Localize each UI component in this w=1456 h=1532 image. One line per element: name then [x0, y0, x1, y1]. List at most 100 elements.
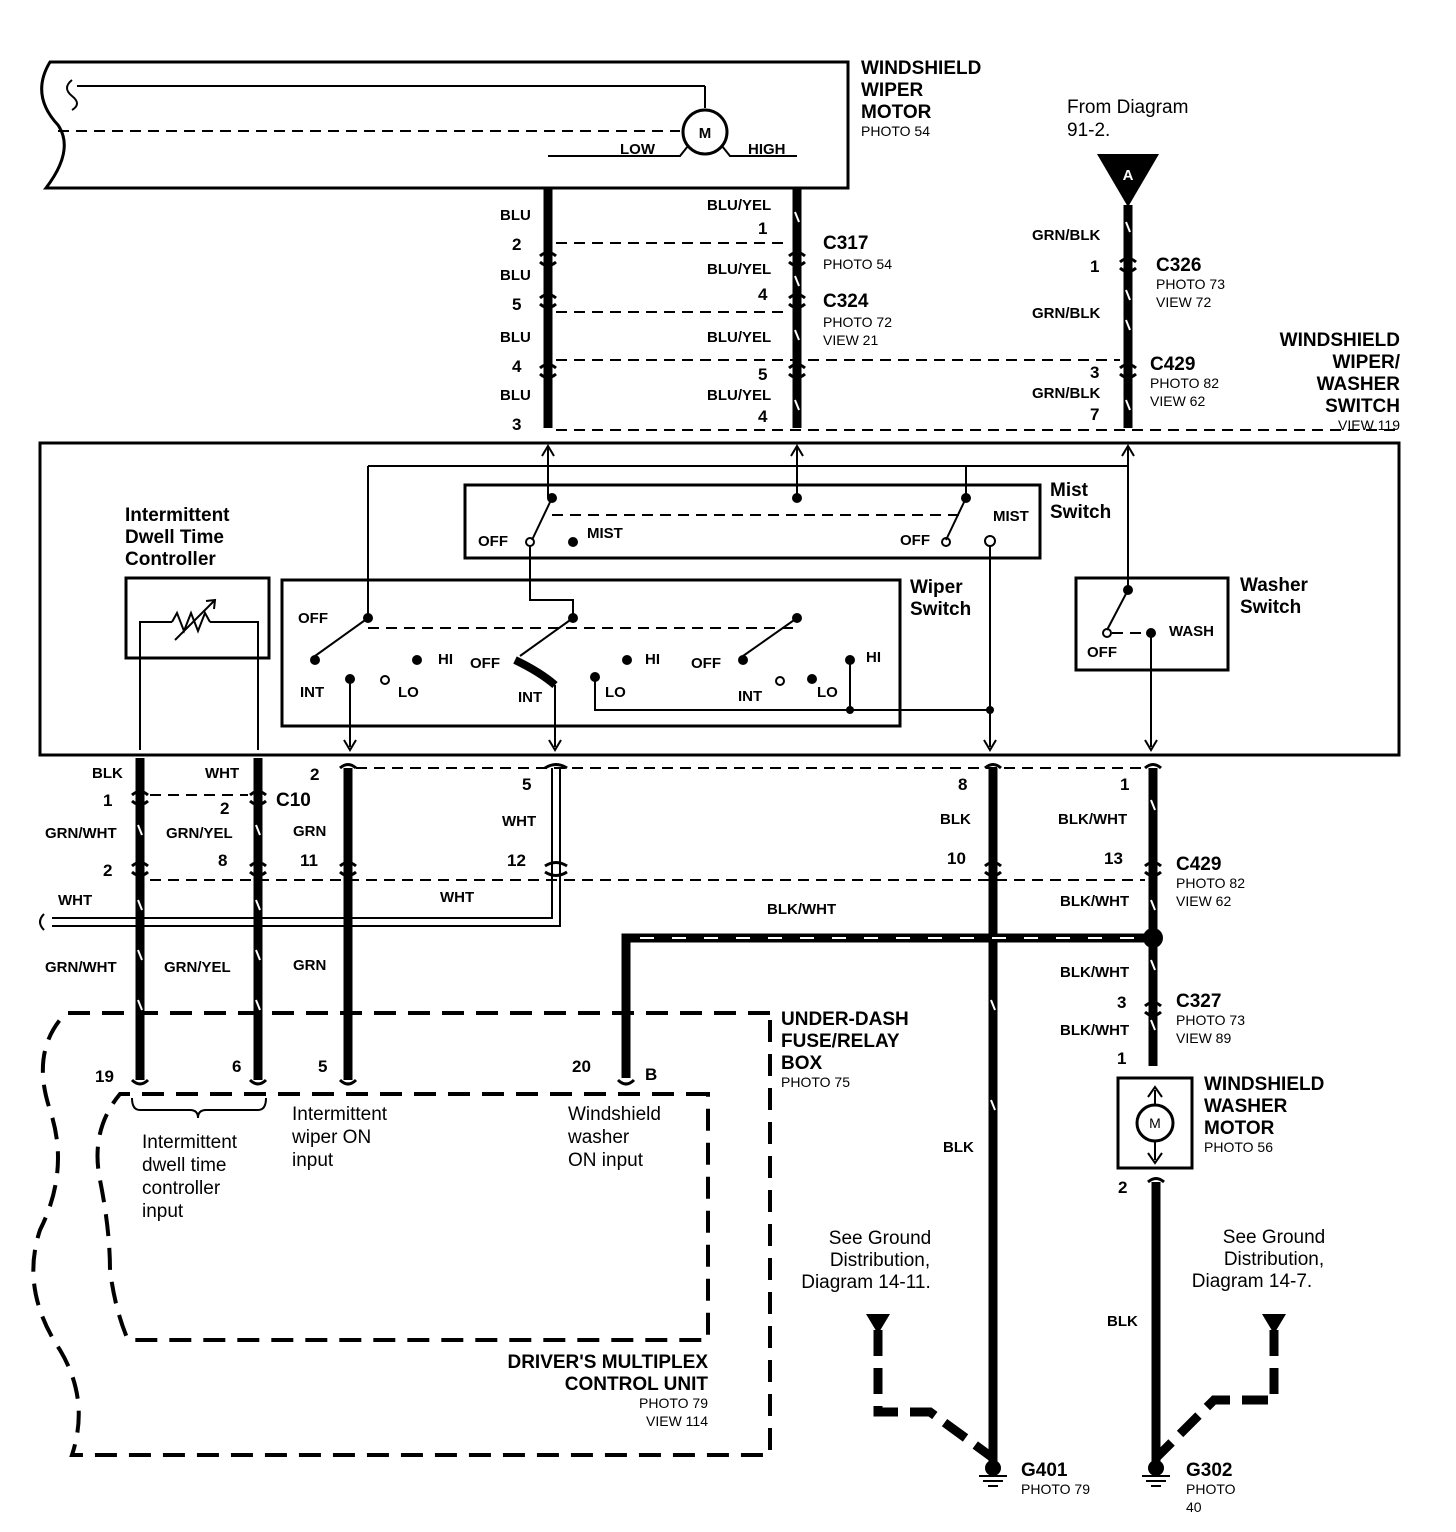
- c324-view: VIEW 21: [823, 332, 878, 348]
- from-diagram-line-1: From Diagram: [1067, 97, 1188, 118]
- pin-sw-blk: 8: [958, 775, 967, 794]
- wire-blu-4: BLU: [500, 387, 531, 404]
- wiper-lo-2: LO: [605, 684, 626, 701]
- wiper-motor-photo: PHOTO 54: [861, 123, 930, 139]
- connector-a-triangle: [1097, 154, 1159, 207]
- wire-grnyel-2: GRN/YEL: [164, 959, 231, 976]
- pin-c10-2: 2: [220, 799, 229, 818]
- wiper-int-2: INT: [518, 689, 542, 706]
- pin-blu-top: 2: [512, 235, 521, 254]
- wiper-off-2: OFF: [470, 655, 500, 672]
- wiper-motor-title-1: WINDSHIELD: [861, 58, 981, 79]
- washer-motor-title-3: MOTOR: [1204, 1118, 1275, 1139]
- fuse-box-title-3: BOX: [781, 1053, 823, 1074]
- wire-blkwht-3: BLK/WHT: [1060, 893, 1129, 910]
- wire-blu-1: BLU: [500, 207, 531, 224]
- c326-photo: PHOTO 73: [1156, 276, 1225, 292]
- washer-motor-title-1: WINDSHIELD: [1204, 1074, 1324, 1095]
- wire-blk-dwell: BLK: [92, 765, 123, 782]
- from-diagram-line-2: 91-2.: [1067, 120, 1110, 141]
- g302-name: G302: [1186, 1460, 1232, 1481]
- wiper-hi-2: HI: [645, 651, 660, 668]
- c324-name: C324: [823, 291, 869, 312]
- pin-l-blkwht: 13: [1104, 849, 1123, 868]
- wire-wht-3: WHT: [58, 892, 92, 909]
- pin-c327-in: 3: [1117, 993, 1126, 1012]
- g302-photo-1: PHOTO: [1186, 1481, 1236, 1497]
- wire-blkwht-4: BLK/WHT: [1060, 964, 1129, 981]
- g401-note-3: Diagram 14-11.: [801, 1272, 931, 1293]
- g401-photo: PHOTO 79: [1021, 1481, 1090, 1497]
- g302-note-3: Diagram 14-7.: [1192, 1271, 1312, 1292]
- c429-bottom-photo: PHOTO 82: [1176, 875, 1245, 891]
- wire-blk-2: BLK: [940, 811, 971, 828]
- pin-bluyel-top: 1: [758, 219, 767, 238]
- washer-motor-photo: PHOTO 56: [1204, 1139, 1273, 1155]
- c327-photo: PHOTO 73: [1176, 1012, 1245, 1028]
- mpcu-view: VIEW 114: [646, 1413, 708, 1429]
- mpcu-title-1: DRIVER'S MULTIPLEX: [507, 1352, 708, 1373]
- wire-grnblk-1: GRN/BLK: [1032, 227, 1100, 244]
- wire-grnblk-3: GRN/BLK: [1032, 385, 1100, 402]
- dwell-input-3: controller: [142, 1178, 221, 1199]
- washer-motor-symbol: M: [1149, 1115, 1161, 1131]
- mist-label-left: MIST: [587, 525, 623, 542]
- dwell-input-2: dwell time: [142, 1155, 226, 1176]
- mist-switch-title-1: Mist: [1050, 480, 1089, 501]
- washer-wash: WASH: [1169, 623, 1214, 640]
- washer-switch-title-2: Switch: [1240, 597, 1301, 618]
- c327-name: C327: [1176, 991, 1221, 1012]
- wire-blu-3: BLU: [500, 329, 531, 346]
- pin-blu-c324: 5: [512, 295, 521, 314]
- wiper-motor-symbol: M: [699, 125, 712, 142]
- pin-bluyel-c324: 4: [758, 285, 768, 304]
- wiper-washer-switch-box: OFF MIST OFF MIST Mist Switch OFF INT: [38, 441, 1401, 757]
- wire-grnblk-2: GRN/BLK: [1032, 305, 1100, 322]
- mist-off-right: OFF: [900, 532, 930, 549]
- c429-bottom-name: C429: [1176, 854, 1221, 875]
- mpcu-title-2: CONTROL UNIT: [565, 1374, 709, 1395]
- upper-harness: BLU BLU BLU BLU 2 5 4 3 BLU/YEL BLU/YEL …: [500, 188, 1401, 434]
- switch-title-3: WASHER: [1317, 374, 1401, 395]
- wiper-off-3: OFF: [691, 655, 721, 672]
- switch-view: VIEW 119: [1338, 417, 1400, 433]
- wire-blk-ground2: BLK: [1107, 1313, 1138, 1330]
- mist-switch-title-2: Switch: [1050, 502, 1111, 523]
- wiper-motor-title-3: MOTOR: [861, 102, 932, 123]
- wire-grnwht-2: GRN/WHT: [45, 959, 117, 976]
- washer-off: OFF: [1087, 644, 1117, 661]
- c326-view: VIEW 72: [1156, 294, 1211, 310]
- wire-wht-dwell: WHT: [205, 765, 239, 782]
- c324-photo: PHOTO 72: [823, 314, 892, 330]
- dwell-title-1: Intermittent: [125, 505, 230, 526]
- c429-top-photo: PHOTO 82: [1150, 375, 1219, 391]
- wiper-switch-title-2: Switch: [910, 599, 971, 620]
- pin-mpcu-20: 20: [572, 1057, 591, 1076]
- c429-top-name: C429: [1150, 354, 1195, 375]
- g302-note-1: See Ground: [1223, 1227, 1325, 1248]
- washer-on-input-1: Windshield: [568, 1104, 661, 1125]
- switch-title-2: WIPER/: [1332, 352, 1400, 373]
- c317-name: C317: [823, 233, 868, 254]
- g302-note-2: Distribution,: [1224, 1249, 1324, 1270]
- wiper-motor-title-2: WIPER: [861, 80, 924, 101]
- c317-photo: PHOTO 54: [823, 256, 892, 272]
- dwell-input-4: input: [142, 1201, 184, 1222]
- wiper-motor: M LOW HIGH WINDSHIELD WIPER MOTOR PHOTO …: [40, 58, 981, 190]
- washer-on-input-2: washer: [567, 1127, 630, 1148]
- wiper-on-input-1: Intermittent: [292, 1104, 388, 1125]
- wire-bluyel-2: BLU/YEL: [707, 261, 771, 278]
- c429-bottom-view: VIEW 62: [1176, 893, 1231, 909]
- mist-off-left: OFF: [478, 533, 508, 550]
- switch-title-1: WINDSHIELD: [1280, 330, 1400, 351]
- pin-l-grn: 11: [300, 851, 318, 870]
- washer-switch-title-1: Washer: [1240, 575, 1309, 596]
- fuse-box-title-1: UNDER-DASH: [781, 1009, 909, 1030]
- dwell-title-2: Dwell Time: [125, 527, 224, 548]
- pin-grnblk-c429: 3: [1090, 363, 1099, 382]
- c326-name: C326: [1156, 255, 1201, 276]
- wiper-on-input-3: input: [292, 1150, 334, 1171]
- pin-l-wht: 12: [507, 851, 526, 870]
- wire-bluyel-1: BLU/YEL: [707, 197, 771, 214]
